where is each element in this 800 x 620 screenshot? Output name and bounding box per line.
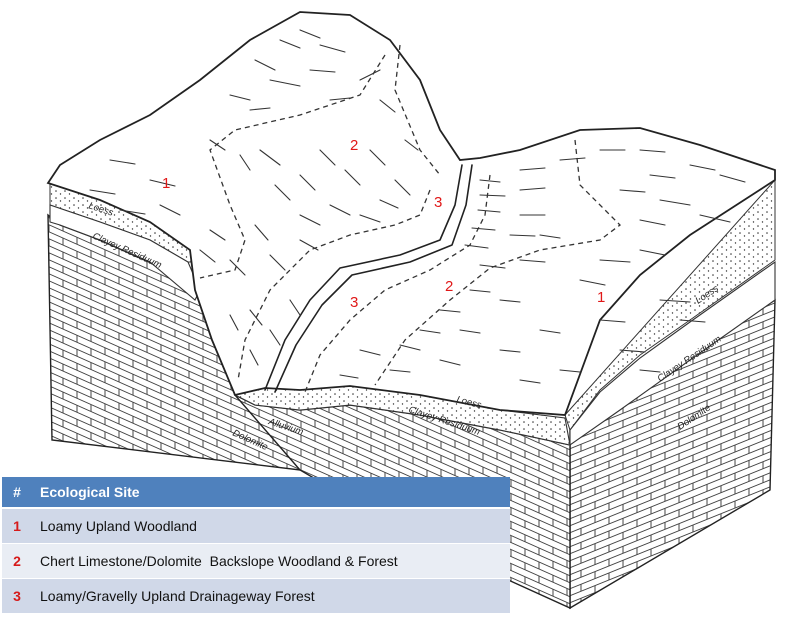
legend-header-number: # bbox=[2, 477, 32, 509]
drainage-channel-bank bbox=[274, 164, 473, 393]
legend-header-label: Ecological Site bbox=[32, 477, 510, 509]
site-label-2-lower: 2 bbox=[445, 278, 453, 295]
boundary-site-2-lower bbox=[374, 139, 621, 386]
right-face-residuum-band bbox=[569, 260, 776, 447]
slope-hachures bbox=[89, 29, 746, 384]
boundary-site-2-upper bbox=[394, 44, 441, 176]
site-label-1-left: 1 bbox=[162, 175, 170, 192]
legend-row-label: Loamy/Gravelly Upland Drainageway Forest bbox=[32, 578, 510, 613]
site-label-2-upper: 2 bbox=[350, 137, 358, 154]
boundary-site-3-upper bbox=[237, 189, 431, 381]
ecological-site-legend: # Ecological Site 1 Loamy Upland Woodlan… bbox=[2, 477, 510, 613]
left-face-residuum-band bbox=[49, 204, 201, 301]
legend-row: 2 Chert Limestone/Dolomite Backslope Woo… bbox=[2, 543, 510, 579]
boundary-site-3-lower bbox=[304, 174, 491, 393]
legend-row-label: Chert Limestone/Dolomite Backslope Woodl… bbox=[32, 543, 510, 579]
legend-header-row: # Ecological Site bbox=[2, 477, 510, 509]
legend-row: 3 Loamy/Gravelly Upland Drainageway Fore… bbox=[2, 578, 510, 613]
legend-row-number: 2 bbox=[2, 543, 32, 579]
land-surface bbox=[46, 11, 776, 416]
boundary-site-1-left bbox=[199, 54, 386, 279]
site-label-3-upper: 3 bbox=[434, 194, 442, 211]
legend-row-label: Loamy Upland Woodland bbox=[32, 507, 510, 544]
legend-row-number: 3 bbox=[2, 578, 32, 613]
site-label-1-right: 1 bbox=[597, 289, 605, 306]
drainage-channel bbox=[264, 164, 463, 391]
legend-row-number: 1 bbox=[2, 507, 32, 544]
site-label-3-lower: 3 bbox=[350, 294, 358, 311]
legend-row: 1 Loamy Upland Woodland bbox=[2, 507, 510, 544]
